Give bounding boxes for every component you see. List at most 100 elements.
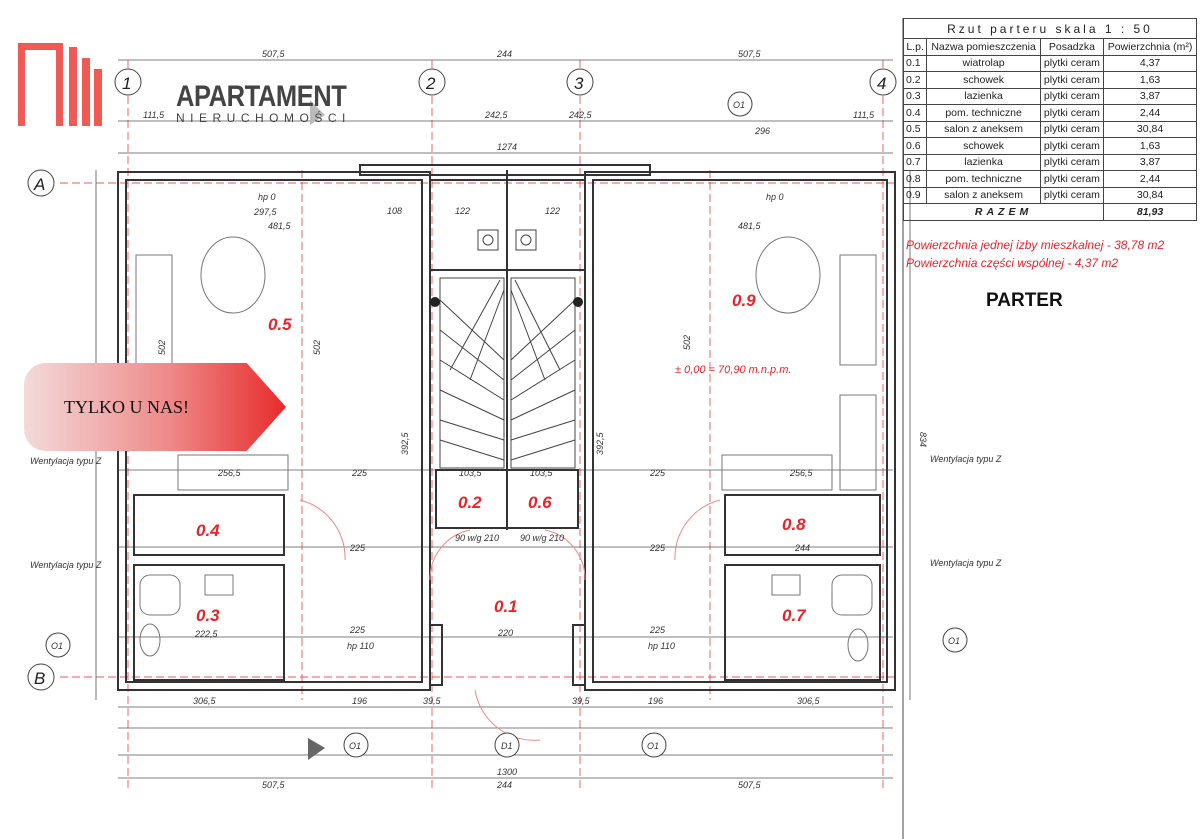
dimension-label: Wentylacja typu Z	[30, 560, 102, 570]
dimension-label: O1	[948, 636, 960, 646]
dimension-label: 39,5	[572, 696, 591, 706]
flooring: plytki ceram	[1039, 71, 1105, 89]
table-total-row: RAZEM 81,93	[902, 203, 1197, 221]
axis-marker-1	[114, 68, 142, 96]
living-area-note: Powierzchnia jednej izby mieszkalnej - 3…	[906, 238, 1165, 252]
dimension-labels: 507,5 244 507,5 111,5 242,5 242,5 111,5 …	[30, 49, 1002, 790]
dimension-label: 256,5	[789, 468, 814, 478]
dimension-label: 111,5	[853, 110, 875, 120]
logo-subtitle: NIERUCHOMOŚCI	[176, 111, 351, 125]
dimension-label: 196	[352, 696, 367, 706]
dimension-label: 507,5	[738, 780, 762, 790]
room-0.9-label: 0.9	[732, 291, 756, 310]
logo-name: APARTAMENT	[176, 80, 347, 113]
dimension-label: 481,5	[738, 221, 762, 231]
axis-3-label: 3	[574, 74, 584, 93]
dimension-label: D1	[501, 741, 513, 751]
axis-2-label: 2	[425, 74, 436, 93]
room-name: pom. techniczne	[926, 104, 1041, 122]
flooring: plytki ceram	[1039, 120, 1105, 138]
row-number: 0.7	[902, 153, 928, 171]
flooring: plytki ceram	[1039, 54, 1105, 72]
dimension-label: 507,5	[262, 780, 286, 790]
row-number: 0.8	[902, 170, 928, 188]
dimension-label: 225	[349, 625, 366, 635]
dimension-label: 507,5	[738, 49, 762, 59]
dimension-label: 1300	[497, 767, 517, 777]
room-name: schowek	[926, 137, 1041, 155]
flooring: plytki ceram	[1039, 170, 1105, 188]
dimension-label: O1	[349, 741, 361, 751]
flooring: plytki ceram	[1039, 87, 1105, 105]
dimension-label: O1	[733, 100, 745, 110]
dimension-label: 103,5	[530, 468, 554, 478]
dimension-label: 122	[545, 206, 560, 216]
logo-mark	[16, 43, 106, 133]
dimension-label: 481,5	[268, 221, 292, 231]
dimension-label: 244	[794, 543, 810, 553]
common-area-note: Powierzchnia części wspólnej - 4,37 m2	[906, 256, 1119, 270]
flooring: plytki ceram	[1039, 153, 1105, 171]
furniture	[135, 236, 877, 741]
dimension-label: 90 w/g 210	[520, 533, 564, 543]
dimension-label: 222,5	[194, 629, 219, 639]
staircase	[439, 229, 576, 469]
promo-banner[interactable]: TYLKO U NAS!	[24, 363, 286, 451]
room-schedule-table: Rzut parteru skala 1 : 50 L.p. Nazwa pom…	[902, 18, 1197, 221]
dimension-label: O1	[647, 741, 659, 751]
room-name: schowek	[926, 71, 1041, 89]
area: 2,44	[1103, 104, 1197, 122]
level-mark: ± 0,00 = 70,90 m.n.p.m.	[675, 364, 791, 376]
area: 3,87	[1103, 87, 1197, 105]
dimension-label: Wentylacja typu Z	[30, 456, 102, 466]
dimension-label: 108	[387, 206, 402, 216]
header-area: Powierzchnia (m²)	[1103, 38, 1197, 56]
area: 30,84	[1103, 120, 1197, 138]
area: 4,37	[1103, 54, 1197, 72]
room-0.7-label: 0.7	[782, 606, 807, 625]
dimension-label: 111,5	[143, 110, 165, 120]
dimension-label: 306,5	[797, 696, 821, 706]
axis-4-label: 4	[877, 74, 886, 93]
dimension-label: 507,5	[262, 49, 286, 59]
dimension-label: 242,5	[484, 110, 509, 120]
axis-grid-lines	[60, 60, 900, 790]
header-floor: Posadzka	[1039, 38, 1105, 56]
flooring: plytki ceram	[1039, 137, 1105, 155]
room-name: lazienka	[926, 153, 1041, 171]
room-name: lazienka	[926, 87, 1041, 105]
dimension-label: hp 110	[648, 641, 675, 651]
dimension-label: hp 0	[766, 192, 784, 202]
room-0.5-label: 0.5	[268, 315, 292, 334]
dimension-label: 103,5	[459, 468, 483, 478]
dimension-label: hp 0	[258, 192, 276, 202]
room-0.3-label: 0.3	[196, 606, 220, 625]
dimension-label: 502	[682, 335, 692, 350]
flooring: plytki ceram	[1039, 104, 1105, 122]
row-number: 0.4	[902, 104, 928, 122]
column-marker	[573, 297, 583, 307]
axis-b-label: B	[34, 669, 45, 688]
dimension-label: Wentylacja typu Z	[930, 558, 1002, 568]
area: 1,63	[1103, 71, 1197, 89]
dimension-label: hp 110	[347, 641, 374, 651]
dimension-label: 225	[649, 543, 666, 553]
dimension-label: 1274	[497, 142, 517, 152]
total-label: RAZEM	[902, 203, 1105, 221]
room-name: salon z aneksem	[926, 186, 1041, 204]
axis-markers: 1 2 3 4 A B O1 D1 O1 O1 O1 O1	[27, 68, 968, 760]
dimension-label: 225	[649, 468, 666, 478]
dimension-label: 225	[351, 468, 368, 478]
dimension-label: 225	[349, 543, 366, 553]
area: 1,63	[1103, 137, 1197, 155]
room-0.8-label: 0.8	[782, 515, 806, 534]
axis-a-label: A	[33, 175, 45, 194]
room-0.6-label: 0.6	[528, 493, 552, 512]
dimension-label: 256,5	[217, 468, 242, 478]
